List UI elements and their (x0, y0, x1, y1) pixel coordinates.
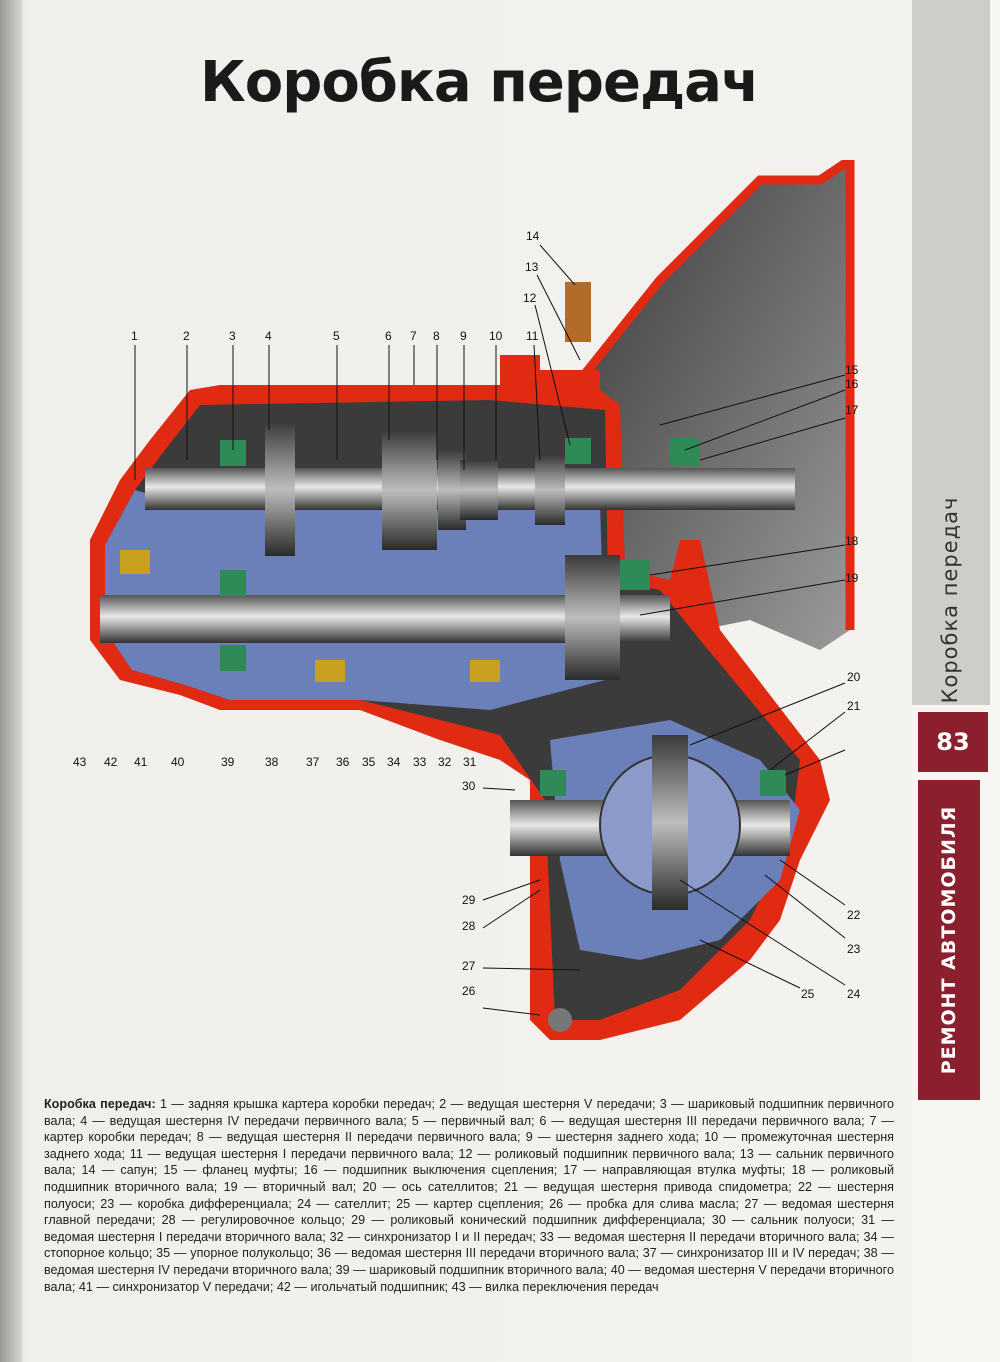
clutch-housing (580, 160, 850, 650)
callout-11: 11 (526, 329, 539, 343)
synchronizer-32 (470, 660, 500, 682)
bearing-18 (620, 560, 650, 590)
callout-15: 15 (845, 363, 859, 377)
bearing-39 (220, 645, 246, 671)
callout-19: 19 (845, 571, 859, 585)
callout-26: 26 (462, 984, 476, 998)
callout-30: 30 (462, 779, 476, 793)
callout-28: 28 (462, 919, 476, 933)
drain-plug (548, 1008, 572, 1032)
callout-numbers: 1 2 3 4 5 6 7 8 9 10 11 12 13 14 15 16 1… (73, 229, 861, 1001)
callout-23: 23 (847, 942, 861, 956)
callout-14: 14 (526, 229, 540, 243)
gearbox-diagram: 1 2 3 4 5 6 7 8 9 10 11 12 13 14 15 16 1… (60, 151, 910, 1060)
bearing-29-right (760, 770, 786, 796)
callout-40: 40 (171, 755, 185, 769)
callout-10: 10 (489, 329, 503, 343)
sidebar-top-band (912, 0, 990, 705)
callouts (134, 244, 846, 1016)
callout-35: 35 (362, 755, 376, 769)
callout-31: 31 (463, 755, 477, 769)
callout-37: 37 (306, 755, 320, 769)
callout-36: 36 (336, 755, 350, 769)
reverse-gear (460, 460, 498, 520)
callout-9: 9 (460, 329, 467, 343)
caption-heading: Коробка передач: (44, 1097, 156, 1111)
gear-1 (535, 455, 565, 525)
callout-2: 2 (183, 329, 190, 343)
book-label-text: РЕМОНТ АВТОМОБИЛЯ (938, 805, 960, 1075)
callout-39: 39 (221, 755, 235, 769)
callout-18: 18 (845, 534, 859, 548)
callout-7: 7 (410, 329, 417, 343)
callout-3: 3 (229, 329, 236, 343)
callout-8: 8 (433, 329, 440, 343)
callout-24: 24 (847, 987, 861, 1001)
callout-16: 16 (845, 377, 859, 391)
sidebar-section-label: Коробка передач (905, 497, 995, 704)
breather (565, 282, 591, 342)
gear-4 (265, 422, 295, 556)
callout-6: 6 (385, 329, 392, 343)
gearbox-cutaway-illustration: 1 2 3 4 5 6 7 8 9 10 11 12 13 14 15 16 1… (73, 151, 861, 1040)
binding-shadow (0, 0, 22, 1362)
callout-29: 29 (462, 893, 476, 907)
bearing-3-bottom (220, 570, 246, 596)
callout-27: 27 (462, 959, 476, 973)
callout-42: 42 (104, 755, 118, 769)
bearing-29-left (540, 770, 566, 796)
callout-38: 38 (265, 755, 279, 769)
callout-22: 22 (847, 908, 861, 922)
satellite-axis (652, 735, 688, 910)
caption-text: 1 — задняя крышка картера коробки переда… (44, 1097, 894, 1294)
section-label-text: Коробка передач (938, 496, 962, 704)
final-drive-gear (565, 555, 620, 680)
callout-17: 17 (845, 403, 859, 417)
sidebar-book-label: РЕМОНТ АВТОМОБИЛЯ (918, 780, 980, 1100)
page-title: Коробка передач (200, 50, 759, 115)
callout-1: 1 (131, 329, 138, 343)
page-number: 83 (918, 712, 988, 772)
callout-33: 33 (413, 755, 427, 769)
callout-20: 20 (847, 670, 861, 684)
callout-32: 32 (438, 755, 452, 769)
bearing-16 (670, 438, 700, 466)
callout-25: 25 (801, 987, 815, 1001)
callout-41: 41 (134, 755, 148, 769)
callout-5: 5 (333, 329, 340, 343)
callout-34: 34 (387, 755, 401, 769)
callout-21: 21 (847, 699, 861, 713)
figure-caption: Коробка передач: 1 — задняя крышка карте… (44, 1096, 894, 1295)
callout-43: 43 (73, 755, 87, 769)
callout-4: 4 (265, 329, 272, 343)
synchronizer-37 (315, 660, 345, 682)
synchronizer-41 (120, 550, 150, 574)
callout-13: 13 (525, 260, 539, 274)
callout-12: 12 (523, 291, 537, 305)
gear-3 (382, 430, 437, 550)
